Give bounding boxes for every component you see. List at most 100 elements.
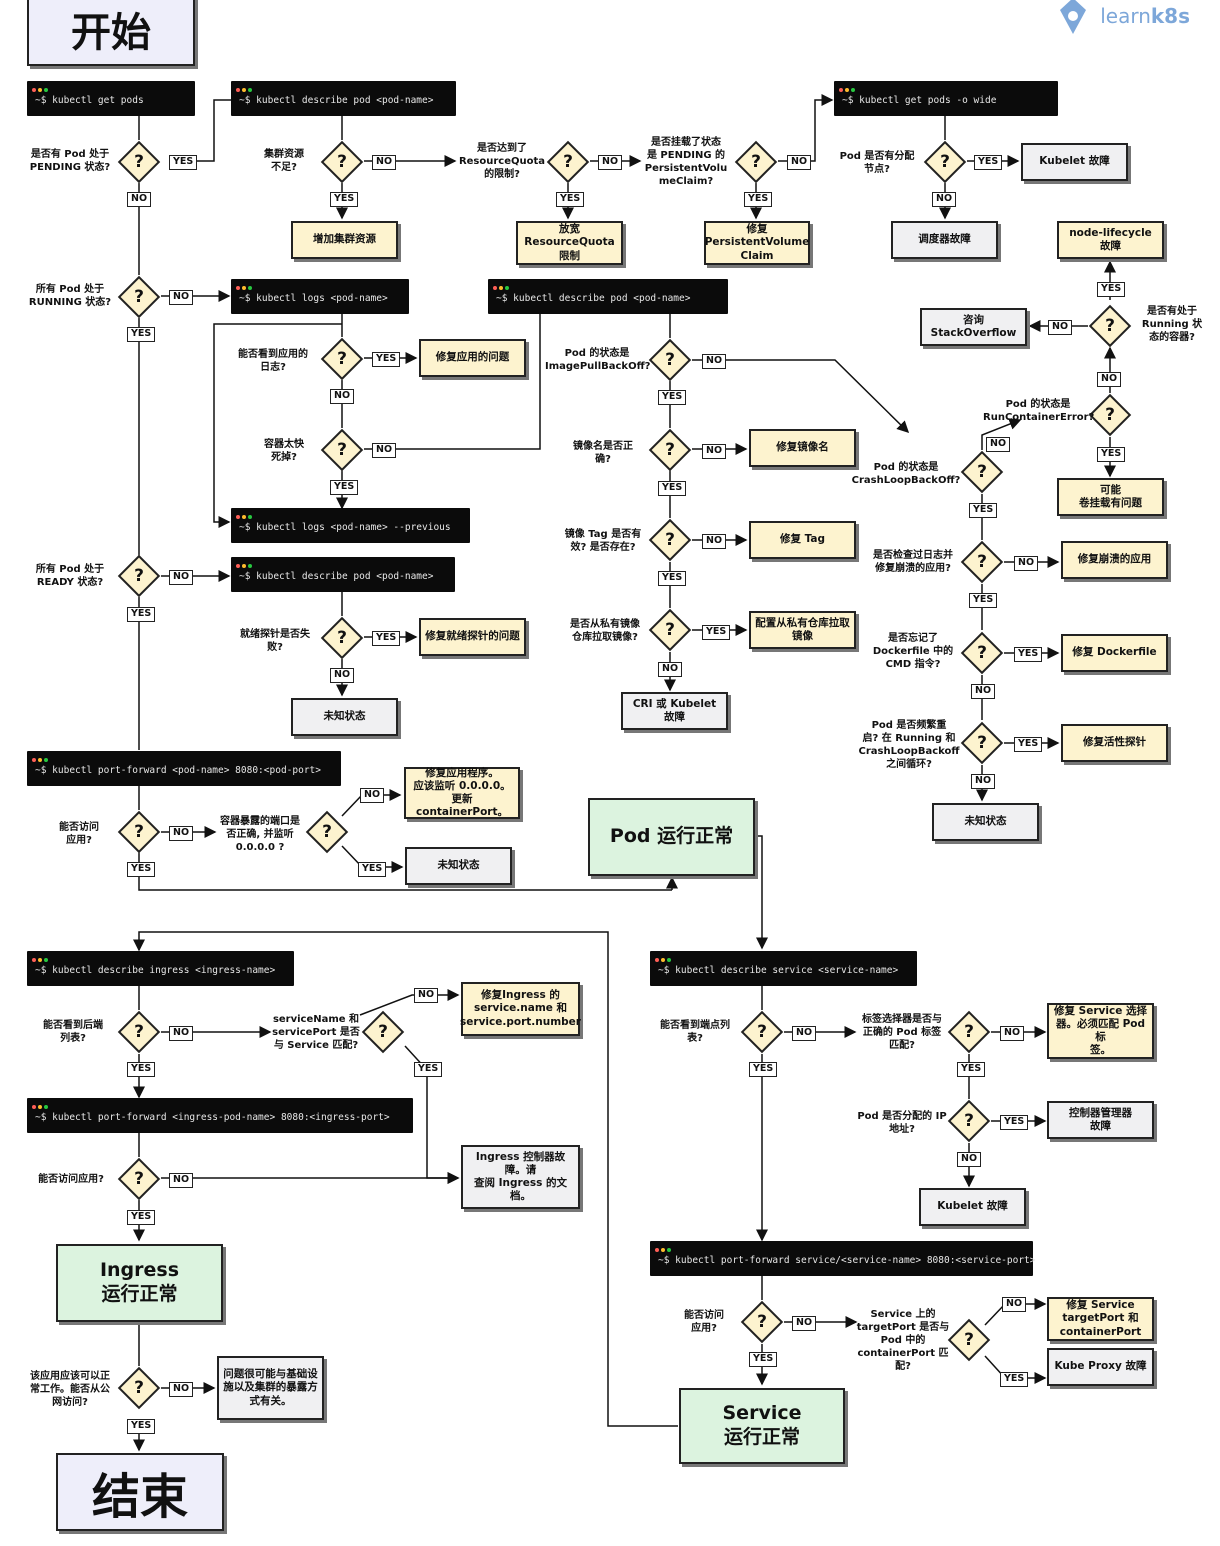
- no-tag: NO: [330, 389, 355, 404]
- no-tag: NO: [1002, 1297, 1027, 1312]
- result-unknown-state-1: 未知状态: [291, 698, 398, 736]
- yes-tag: YES: [658, 481, 687, 496]
- decision-image-tag: ?: [648, 518, 692, 562]
- yes-tag: YES: [372, 352, 401, 367]
- decision-image-name: ?: [648, 428, 692, 472]
- result-node-lifecycle-fault: node-lifecycle 故障: [1057, 221, 1164, 259]
- decision-access-app-pod: ?: [117, 810, 161, 854]
- question-label: 集群资源 不足?: [264, 149, 304, 173]
- question-label: Pod 的状态是 CrashLoopBackOff?: [851, 462, 961, 486]
- action-fix-service-selector: 修复 Service 选择 器。必须匹配 Pod 标 签。: [1047, 1003, 1154, 1059]
- question-label: Pod 是否频繁重 启? 在 Running 和 CrashLoopBackof…: [858, 720, 960, 770]
- yes-tag: YES: [974, 155, 1003, 170]
- logo-icon: [1060, 0, 1087, 34]
- question-label: 就绪探针是否失 败?: [240, 629, 310, 653]
- question-label: 所有 Pod 处于 READY 状态?: [35, 564, 105, 588]
- no-tag: NO: [1000, 1026, 1025, 1041]
- no-tag: NO: [598, 155, 623, 170]
- question-label: Pod 是否有分配 节点?: [839, 151, 915, 175]
- no-tag: NO: [971, 774, 996, 789]
- no-tag: NO: [702, 444, 727, 459]
- yes-tag: YES: [1014, 647, 1043, 662]
- terminal-describe-pod-3: ~$ kubectl describe pod <pod-name>: [231, 557, 455, 592]
- question-label: Pod 的状态是 RunContainerError?: [983, 399, 1095, 423]
- action-fix-app-listen: 修复应用程序。 应该监听 0.0.0.0。 更新 containerPort。: [404, 767, 520, 819]
- terminal-describe-pod-2: ~$ kubectl describe pod <pod-name>: [488, 279, 728, 314]
- question-label: 标签选择器是否与 正确的 Pod 标签 匹配?: [862, 1014, 942, 1051]
- question-label: 能否看到端点列 表?: [660, 1020, 730, 1044]
- yes-tag: YES: [749, 1352, 778, 1367]
- decision-container-dies: ?: [320, 428, 364, 472]
- question-label: 能否看到后端 列表?: [43, 1020, 103, 1044]
- question-label: 镜像名是否正 确?: [573, 441, 633, 465]
- terminal-logs: ~$ kubectl logs <pod-name>: [231, 279, 409, 314]
- no-tag: NO: [792, 1026, 817, 1041]
- no-tag: NO: [169, 1173, 194, 1188]
- question-label: 容器暴露的端口是 否正确, 并监听 0.0.0.0 ?: [220, 816, 300, 853]
- ingress-ok-box: Ingress 运行正常: [56, 1244, 223, 1322]
- action-fix-readiness-probe: 修复就绪探针的问题: [419, 618, 526, 656]
- decision-targetport: ?: [947, 1318, 991, 1362]
- terminal-port-forward-pod: ~$ kubectl port-forward <pod-name> 8080:…: [27, 751, 341, 786]
- end-box: 结束: [56, 1453, 224, 1531]
- yes-tag: YES: [957, 1062, 986, 1077]
- terminal-port-forward-ingress: ~$ kubectl port-forward <ingress-pod-nam…: [27, 1098, 413, 1133]
- decision-imagepullbackoff: ?: [648, 338, 692, 382]
- question-label: 能否看到应用的 日志?: [238, 349, 308, 373]
- yes-tag: YES: [169, 155, 198, 170]
- decision-public-access: ?: [117, 1366, 161, 1410]
- result-unknown-state-2: 未知状态: [932, 803, 1039, 841]
- yes-tag: YES: [556, 192, 585, 207]
- no-tag: NO: [127, 192, 152, 207]
- action-relax-resourcequota: 放宽 ResourceQuota 限制: [516, 221, 623, 265]
- no-tag: NO: [1097, 372, 1122, 387]
- yes-tag: YES: [127, 607, 156, 622]
- question-label: Pod 是否分配的 IP 地址?: [857, 1111, 947, 1135]
- question-label: 是否达到了 ResourceQuota 的限制?: [458, 143, 546, 180]
- terminal-port-forward-service: ~$ kubectl port-forward service/<service…: [650, 1241, 1036, 1276]
- result-kubelet-fault-2: Kubelet 故障: [919, 1188, 1026, 1226]
- yes-tag: YES: [330, 480, 359, 495]
- decision-ready: ?: [117, 554, 161, 598]
- question-label: 是否有 Pod 处于 PENDING 状态?: [29, 149, 111, 173]
- question-label: 镜像 Tag 是否有 效? 是否存在?: [564, 529, 642, 553]
- yes-tag: YES: [1000, 1372, 1029, 1387]
- yes-tag: YES: [658, 390, 687, 405]
- no-tag: NO: [971, 684, 996, 699]
- decision-runcontainererror: ?: [1088, 393, 1132, 437]
- yes-tag: YES: [702, 625, 731, 640]
- decision-readiness-probe: ?: [320, 616, 364, 660]
- result-scheduler-fault: 调度器故障: [891, 221, 998, 259]
- action-fix-image-name: 修复镜像名: [749, 429, 856, 467]
- result-kube-proxy-fault: Kube Proxy 故障: [1047, 1348, 1154, 1386]
- no-tag: NO: [702, 534, 727, 549]
- yes-tag: YES: [1014, 737, 1043, 752]
- question-label: Pod 的状态是 ImagePullBackOff?: [545, 348, 651, 372]
- decision-running: ?: [117, 275, 161, 319]
- no-tag: NO: [932, 192, 957, 207]
- no-tag: NO: [658, 662, 683, 677]
- question-label: 是否挂载了状态 是 PENDING 的 PersistentVolu meCla…: [644, 137, 728, 187]
- start-box: 开始: [27, 0, 195, 66]
- yes-tag: YES: [414, 1062, 443, 1077]
- yes-tag: YES: [1097, 447, 1126, 462]
- question-label: 该应用应该可以正 常工作。能否从公 网访问?: [30, 1371, 110, 1408]
- yes-tag: YES: [358, 862, 387, 877]
- yes-tag: YES: [749, 1062, 778, 1077]
- no-tag: NO: [372, 443, 397, 458]
- action-configure-private-registry: 配置从私有仓库拉取 镜像: [749, 611, 856, 649]
- decision-backend-list: ?: [117, 1010, 161, 1054]
- action-fix-crashing-app: 修复崩溃的应用: [1061, 541, 1168, 579]
- decision-label-selector: ?: [947, 1010, 991, 1054]
- yes-tag: YES: [127, 1210, 156, 1225]
- yes-tag: YES: [658, 571, 687, 586]
- question-label: 能否访问 应用?: [59, 822, 99, 846]
- decision-pending: ?: [117, 140, 161, 184]
- result-controller-manager-fault: 控制器管理器 故障: [1047, 1101, 1154, 1139]
- decision-pod-ip: ?: [947, 1099, 991, 1143]
- logo: learnk8s: [1046, 0, 1190, 38]
- logo-text: learnk8s: [1100, 4, 1190, 28]
- decision-access-app-ingress: ?: [117, 1157, 161, 1201]
- action-fix-ingress-service: 修复Ingress 的 service.name 和 service.port.…: [460, 982, 581, 1036]
- decision-crashloopbackoff: ?: [960, 450, 1004, 494]
